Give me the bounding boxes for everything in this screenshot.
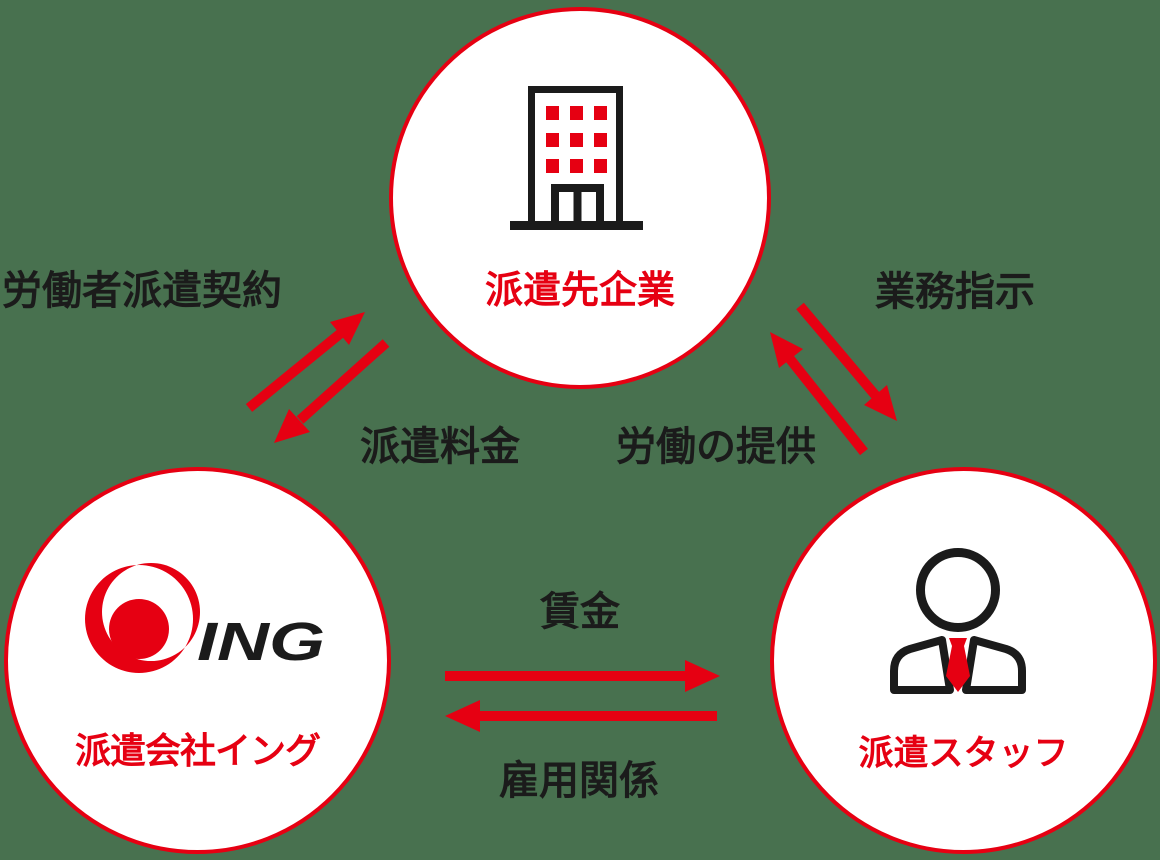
arrow-client-to-staff (796, 302, 897, 421)
staff-node: 派遣スタッフ (770, 467, 1157, 854)
tie-shape (946, 638, 970, 692)
label-wage: 賃金 (540, 590, 620, 634)
label-dispatch-fee: 派遣料金 (360, 425, 520, 469)
client-company-label: 派遣先企業 (484, 270, 675, 312)
arrow-staff-to-agency (445, 700, 717, 732)
agency-label: 派遣会社イング (74, 730, 321, 771)
label-worker-dispatch-contract: 労働者派遣契約 (2, 269, 282, 313)
label-work-instruction: 業務指示 (875, 270, 1035, 314)
arrow-agency-to-staff (445, 660, 720, 692)
staff-label: 派遣スタッフ (858, 734, 1069, 773)
ing-logo-text: ING (197, 612, 325, 672)
label-employment-relation: 雇用関係 (499, 759, 659, 803)
person-icon (890, 548, 1026, 694)
agency-node: ING 派遣会社イング (4, 467, 391, 854)
label-labor-provision: 労働の提供 (616, 425, 816, 469)
client-company-node: 派遣先企業 (389, 7, 771, 389)
building-icon (510, 86, 643, 230)
arrow-agency-to-client (245, 312, 365, 412)
ing-logo: ING (85, 563, 325, 673)
